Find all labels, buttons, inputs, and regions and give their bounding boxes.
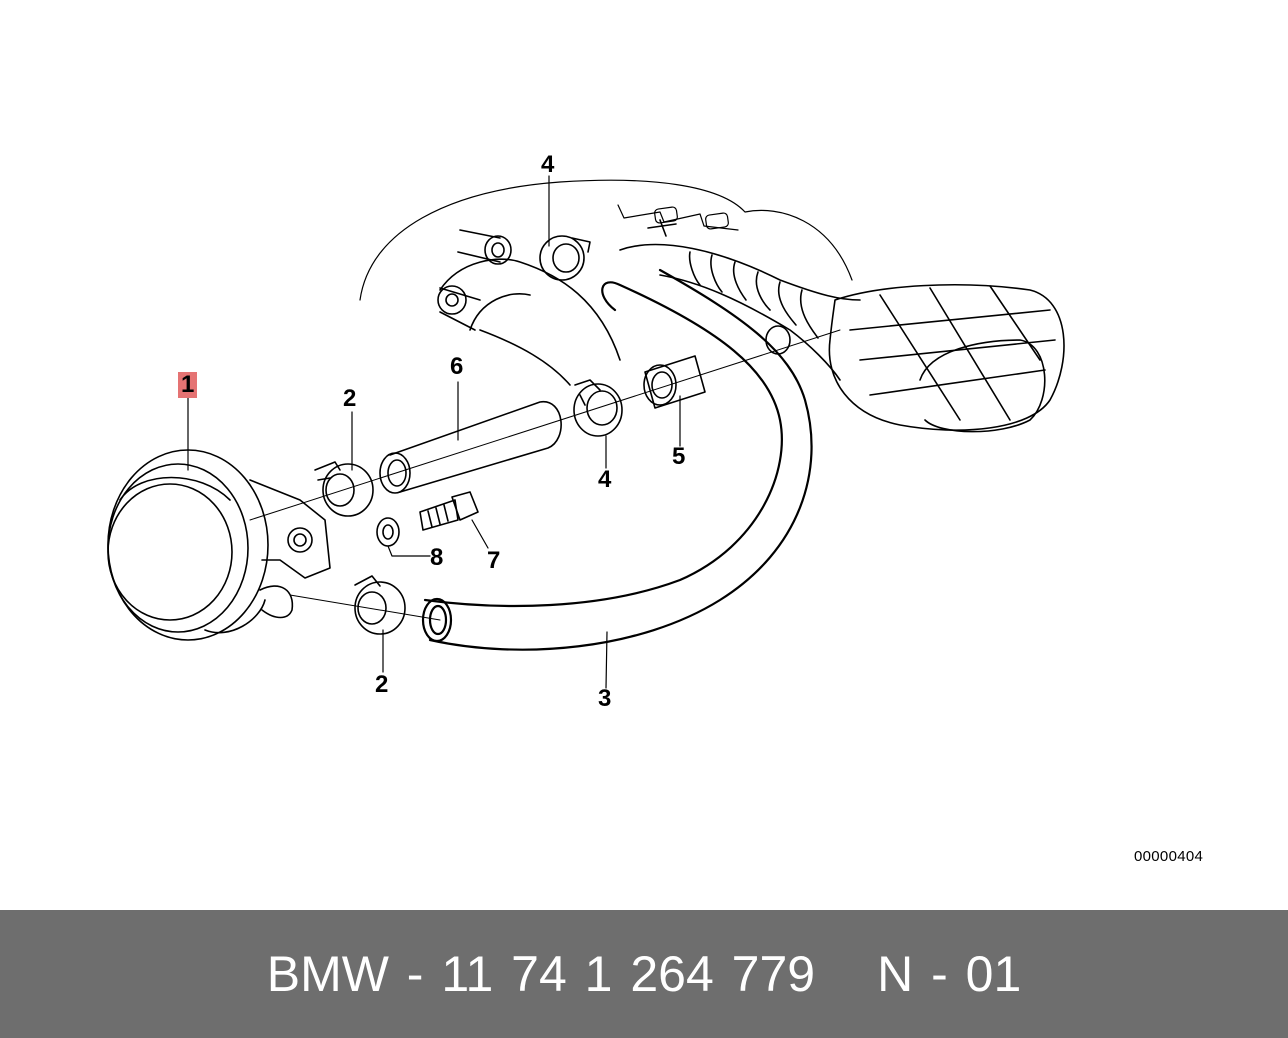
callout-1: 1 bbox=[178, 372, 198, 398]
callout-3: 3 bbox=[598, 685, 612, 712]
callout-2-upper: 2 bbox=[343, 385, 357, 412]
parts-diagram: 1 2 2 3 4 4 5 6 7 8 00000404 bbox=[107, 151, 1204, 865]
callout-4-middle: 4 bbox=[598, 466, 612, 493]
hose-clamp-middle bbox=[573, 379, 623, 437]
upper-pipe-fitting bbox=[437, 229, 621, 386]
callout-6: 6 bbox=[450, 353, 464, 380]
callout-8: 8 bbox=[430, 544, 444, 571]
engine-outline bbox=[359, 179, 853, 301]
callout-7: 7 bbox=[487, 547, 501, 574]
callout-2-lower: 2 bbox=[375, 671, 389, 698]
part-number: BMW - 11 74 1 264 779 bbox=[266, 946, 816, 1002]
footer-bar: BMW - 11 74 1 264 779 N - 01 bbox=[0, 910, 1288, 1038]
position-code: N - 01 bbox=[877, 946, 1022, 1002]
bolt bbox=[419, 491, 479, 531]
callout-4-upper: 4 bbox=[541, 151, 555, 178]
pipe-sleeve bbox=[643, 355, 706, 409]
long-hose bbox=[421, 268, 813, 651]
air-valve bbox=[107, 449, 331, 641]
hose-clamp-upper bbox=[314, 461, 374, 517]
hose-clamp-lower bbox=[354, 575, 406, 635]
exploded-view-drawing bbox=[107, 175, 1065, 689]
intake-boot bbox=[619, 219, 1065, 433]
leader-lines bbox=[187, 175, 681, 689]
hose-clamp-upper-right bbox=[539, 235, 591, 281]
assembly-centerline bbox=[249, 329, 841, 621]
callout-5: 5 bbox=[672, 443, 686, 470]
short-hose bbox=[379, 401, 562, 494]
washer bbox=[376, 517, 400, 547]
footer-caption: BMW - 11 74 1 264 779 N - 01 bbox=[0, 910, 1288, 1038]
diagram-reference-code: 00000404 bbox=[1134, 848, 1204, 865]
